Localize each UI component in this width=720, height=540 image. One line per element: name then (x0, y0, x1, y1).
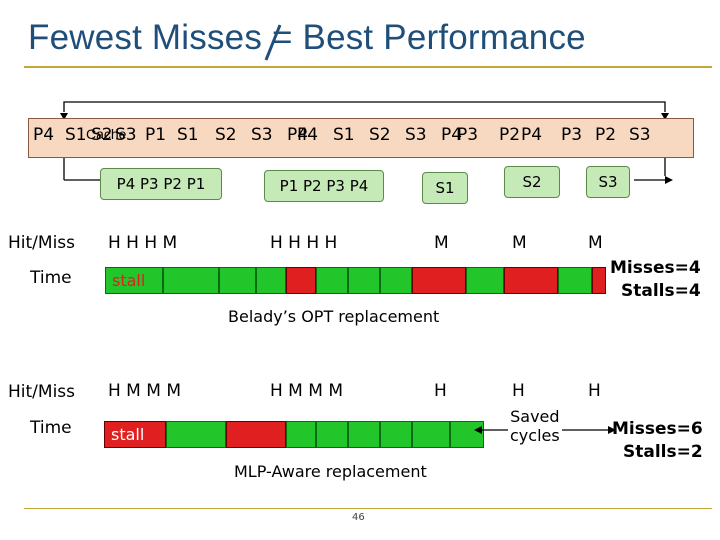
hitmiss-entry: H H H H (270, 233, 338, 253)
time-label-mlp: Time (30, 418, 72, 438)
hitmiss-label-belady: Hit/Miss (8, 233, 76, 253)
cache-box: S1 (422, 172, 468, 204)
saved-line-2: cycles (510, 426, 560, 445)
sequence-token: P4 (33, 125, 55, 145)
sequence-token: P1 (145, 125, 167, 145)
hit-segment (380, 267, 412, 294)
hitmiss-entry: H M M M (108, 381, 181, 401)
hit-segment (286, 421, 316, 448)
hit-segment (256, 267, 286, 294)
hit-segment (166, 421, 226, 448)
sequence-token: P3 (457, 125, 479, 145)
belady-misses: Misses=4 (610, 258, 701, 278)
hit-segment (450, 421, 484, 448)
sequence-token: S3 (405, 125, 427, 145)
belady-stalls: Stalls=4 (621, 281, 701, 301)
time-label-belady: Time (30, 268, 72, 288)
hitmiss-entry: M (588, 233, 603, 253)
slide-title: Fewest Misses = Best Performance (28, 18, 586, 57)
sequence-token: P4 (297, 125, 319, 145)
strike-slash (264, 24, 282, 61)
sequence-token: S1 (65, 125, 87, 145)
stall-segment (504, 267, 558, 294)
sequence-token: S3 (115, 125, 137, 145)
cache-box: P4 P3 P2 P1 (100, 168, 222, 200)
sequence-token: S1 (333, 125, 355, 145)
stall-segment: stall (105, 267, 163, 294)
title-rule (24, 66, 712, 68)
hit-segment (316, 421, 348, 448)
hit-segment (316, 267, 348, 294)
hitmiss-entry: H H H M (108, 233, 178, 253)
sequence-token: S3 (629, 125, 651, 145)
cache-box: S2 (504, 166, 560, 198)
sequence-token: S3 (251, 125, 273, 145)
saved-cycles-label: Saved cycles (508, 407, 562, 445)
stall-segment (226, 421, 286, 448)
sequence-token: S2 (91, 125, 113, 145)
hit-segment (412, 421, 450, 448)
sequence-token: P2 (595, 125, 617, 145)
sequence-token: P4 (521, 125, 543, 145)
mlp-misses: Misses=6 (612, 419, 703, 439)
cache-box: S3 (586, 166, 630, 198)
stall-segment: stall (104, 421, 166, 448)
sequence-token: P4 (441, 125, 463, 145)
hitmiss-entry: M (512, 233, 527, 253)
hitmiss-entry: H (434, 381, 447, 401)
hit-segment (163, 267, 219, 294)
sequence-token: S2 (215, 125, 237, 145)
mlp-result: Misses=6 Stalls=2 (612, 418, 703, 464)
hit-segment (380, 421, 412, 448)
saved-line-1: Saved (510, 407, 560, 426)
hit-segment (466, 267, 504, 294)
hit-segment (219, 267, 256, 294)
belady-result: Misses=4 Stalls=4 (610, 257, 701, 303)
hit-segment (558, 267, 592, 294)
stall-segment (286, 267, 316, 294)
stall-segment (592, 267, 606, 294)
cache-label: Cache (86, 126, 127, 142)
mlp-caption: MLP-Aware replacement (234, 462, 427, 481)
hitmiss-entry: H (588, 381, 601, 401)
sequence-token: P3 (561, 125, 583, 145)
stall-segment (412, 267, 466, 294)
sequence-token: P4 (287, 125, 309, 145)
cache-box: P1 P2 P3 P4 (264, 170, 384, 202)
page-number: 46 (352, 512, 365, 523)
sequence-token: P2 (499, 125, 521, 145)
hitmiss-entry: H (512, 381, 525, 401)
sequence-token: S2 (369, 125, 391, 145)
footer-rule (24, 508, 712, 509)
mlp-stalls: Stalls=2 (623, 442, 703, 462)
hitmiss-label-mlp: Hit/Miss (8, 382, 76, 402)
sequence-token: S1 (177, 125, 199, 145)
belady-caption: Belady’s OPT replacement (228, 307, 440, 326)
hitmiss-entry: H M M M (270, 381, 343, 401)
hitmiss-entry: M (434, 233, 449, 253)
hit-segment (348, 267, 380, 294)
hit-segment (348, 421, 380, 448)
